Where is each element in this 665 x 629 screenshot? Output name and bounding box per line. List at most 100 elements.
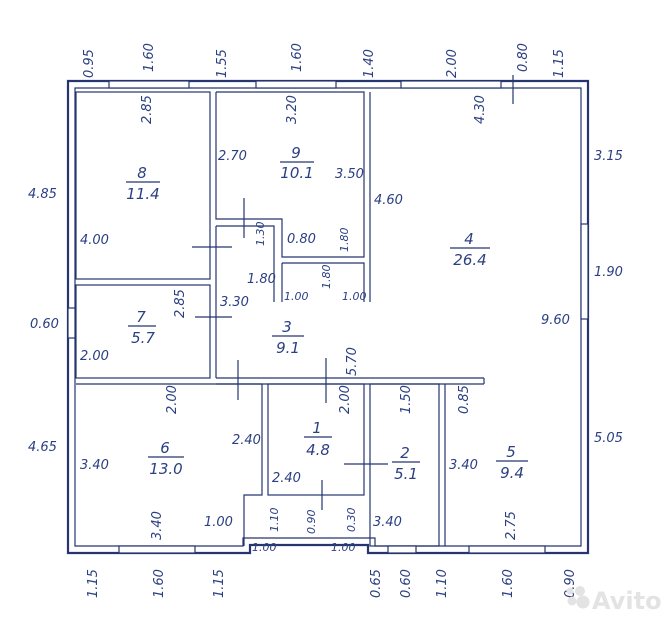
room-area: 11.4: [126, 185, 159, 203]
watermark-text: Avito: [592, 587, 662, 615]
room-area: 9.1: [276, 339, 300, 357]
room-7-label: 7 5.7: [128, 308, 156, 347]
window-bottom-1: [118, 545, 196, 554]
room-number: 6: [160, 439, 170, 457]
room-5-label: 5 9.4: [496, 443, 528, 482]
dim-r6-top: 2.00: [165, 385, 180, 414]
room-area: 4.8: [306, 441, 330, 459]
dim-r1-b100b: 1.00: [331, 541, 356, 554]
room-area: 10.1: [280, 164, 313, 182]
dim-r7-bottom: 2.00: [80, 349, 109, 364]
bottom-dim-1: 1.15: [86, 569, 101, 598]
top-dim-6: 2.00: [445, 49, 460, 78]
room-area: 5.1: [394, 465, 418, 483]
room-number: 2: [400, 444, 410, 462]
dim-r2-left: 3.40: [373, 515, 402, 530]
top-dim-1: 0.95: [82, 49, 97, 78]
room-number: 4: [464, 230, 474, 248]
window-bottom-3: [468, 545, 546, 554]
room-number: 5: [506, 443, 516, 461]
dim-r4-left: 4.60: [374, 193, 403, 208]
top-dim-4: 1.60: [290, 43, 305, 72]
bottom-dim-6: 1.10: [435, 569, 450, 598]
left-dim-2: 0.60: [30, 317, 59, 332]
dim-closet-180c: 1.80: [320, 265, 333, 290]
window-top-3: [400, 80, 502, 89]
interior-walls: [75, 91, 485, 547]
top-dim-3: 1.55: [215, 49, 230, 78]
room-number: 3: [282, 318, 292, 336]
dim-r7-top: 2.85: [173, 289, 188, 318]
windows: [67, 80, 589, 554]
window-bottom-2: [387, 545, 417, 554]
right-dimensions: 3.15 1.90 5.05: [594, 149, 623, 446]
room-3-label: 3 9.1: [272, 318, 304, 357]
top-dimensions: 0.95 1.60 1.55 1.60 1.40 2.00 0.80 1.15: [82, 43, 567, 78]
dim-r1-b030: 0.30: [345, 508, 358, 533]
dim-closet-100b: 1.00: [342, 290, 367, 303]
dim-closet-130: 1.30: [254, 222, 267, 247]
room-4-label: 4 26.4: [450, 230, 490, 269]
right-dim-3: 5.05: [594, 431, 623, 446]
dim-closet-180a: 1.80: [338, 228, 351, 253]
dim-r8-left: 4.00: [80, 233, 109, 248]
door-marks: [192, 75, 514, 510]
dim-r7-right: 3.30: [220, 295, 249, 310]
dim-r5-top: 0.85: [457, 385, 472, 414]
bottom-dim-7: 1.60: [501, 569, 516, 598]
dim-closet-080: 0.80: [287, 232, 316, 247]
bottom-dim-5: 0.60: [399, 569, 414, 598]
dim-r1-b110: 1.10: [268, 508, 281, 533]
dim-r8-top: 2.85: [140, 95, 155, 124]
top-dim-2: 1.60: [142, 43, 157, 72]
window-left: [67, 307, 76, 339]
right-dim-2: 1.90: [594, 265, 623, 280]
bottom-dim-2: 1.60: [152, 569, 167, 598]
window-top-2: [255, 80, 337, 89]
avito-logo: Avito: [566, 586, 662, 615]
window-right: [580, 223, 589, 320]
dim-closet-100a: 1.00: [284, 290, 309, 303]
left-dim-3: 4.65: [28, 440, 57, 455]
room-1-label: 1 4.8: [304, 419, 332, 459]
room-area: 9.4: [500, 464, 524, 482]
left-dimensions: 4.85 0.60 4.65: [28, 187, 59, 455]
dim-r9-right: 3.50: [335, 167, 364, 182]
right-dim-1: 3.15: [594, 149, 623, 164]
top-dim-5: 1.40: [362, 49, 377, 78]
dim-r1-b100a: 1.00: [252, 541, 277, 554]
dim-r5-bottom: 2.75: [504, 511, 519, 540]
room-number: 9: [291, 144, 301, 162]
dim-r2-top: 1.50: [399, 385, 414, 414]
dim-r6-step: 1.00: [204, 515, 233, 530]
room-number: 8: [137, 164, 147, 182]
room-2-label: 2 5.1: [392, 444, 420, 483]
window-top-1: [108, 80, 190, 89]
room-6-label: 6 13.0: [148, 439, 184, 478]
dim-r9-left: 2.70: [218, 149, 247, 164]
bottom-dim-3: 1.15: [212, 569, 227, 598]
outer-walls: [66, 79, 590, 555]
room-labels: 8 11.4 9 10.1 4 26.4 3 9.1 7 5.7 6 13.0: [126, 144, 528, 483]
room-number: 7: [136, 308, 146, 326]
room-area: 13.0: [149, 460, 182, 478]
dim-r4-right: 9.60: [541, 313, 570, 328]
room-9-label: 9 10.1: [280, 144, 314, 182]
bottom-dimensions: 1.15 1.60 1.15 0.65 0.60 1.10 1.60 0.90: [86, 569, 578, 598]
dim-r6-left: 3.40: [80, 458, 109, 473]
dim-r4-top: 4.30: [473, 95, 488, 124]
dim-closet-180b: 1.80: [247, 272, 276, 287]
room-number: 1: [312, 419, 322, 437]
dim-r5-left: 3.40: [449, 458, 478, 473]
dim-r1-left: 2.40: [272, 471, 301, 486]
dim-r1-b090: 0.90: [305, 510, 318, 535]
dim-r6-bottom: 3.40: [150, 511, 165, 540]
top-dim-7: 0.80: [516, 43, 531, 72]
top-dim-8: 1.15: [552, 49, 567, 78]
interior-dimensions: 2.85 4.00 3.20 2.70 3.50 4.30 4.60 9.60 …: [80, 95, 570, 554]
dim-r1-top: 2.00: [338, 385, 353, 414]
room-8-label: 8 11.4: [126, 164, 160, 203]
dim-r6-right: 2.40: [232, 433, 261, 448]
room-area: 26.4: [453, 251, 486, 269]
